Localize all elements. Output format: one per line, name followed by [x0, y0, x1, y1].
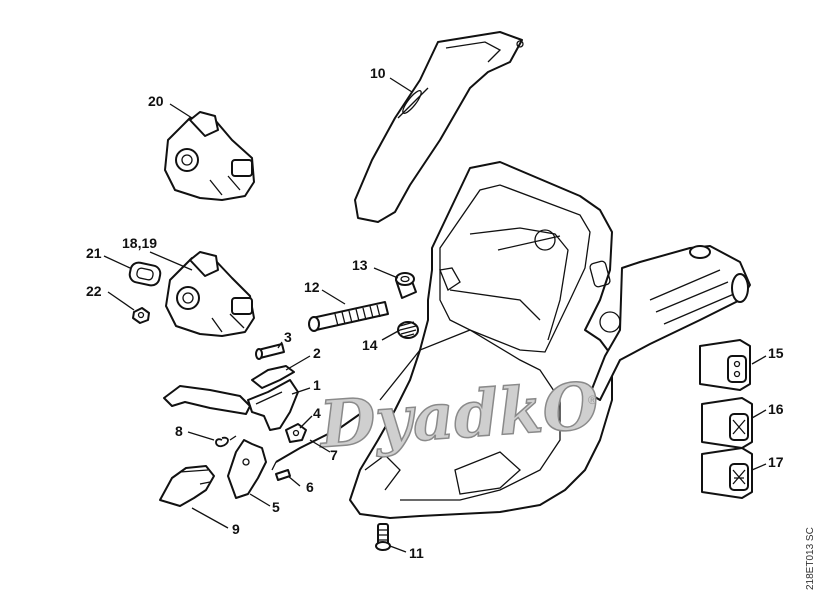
part-1-throttle-trigger [247, 379, 299, 431]
part-9-trigger-lockout [159, 465, 215, 507]
part-3-pin [255, 343, 285, 360]
callout-labels: 10 20 18,19 21 22 13 12 14 3 2 1 4 7 8 9… [86, 65, 784, 561]
part-5-interlock-lever [227, 439, 267, 499]
callout-5: 5 [272, 499, 280, 515]
part-4-block [285, 423, 307, 443]
part-20-carburetor [164, 111, 255, 201]
part-22-nut [132, 307, 150, 324]
part-12-adjusting-screw [308, 301, 389, 332]
part-10-handle-bar [354, 31, 524, 223]
callout-17: 17 [768, 454, 784, 470]
callout-11: 11 [409, 545, 424, 561]
callout-10: 10 [370, 65, 386, 81]
callout-9: 9 [232, 521, 240, 537]
callout-20: 20 [148, 93, 164, 109]
callout-7: 7 [330, 447, 338, 463]
part-housing [349, 161, 751, 519]
lever-plate [163, 385, 251, 415]
callout-6: 6 [306, 479, 314, 495]
part-11-screw [375, 523, 391, 551]
callout-4: 4 [313, 405, 321, 421]
callout-21: 21 [86, 245, 102, 261]
part-18-19-carburetor [165, 251, 255, 337]
callout-16: 16 [768, 401, 784, 417]
callout-15: 15 [768, 345, 784, 361]
callout-8: 8 [175, 423, 183, 439]
part-8-spring [215, 435, 237, 448]
watermark-registered: ® [588, 393, 597, 407]
callout-18-19: 18,19 [122, 235, 157, 251]
callout-14: 14 [362, 337, 378, 353]
callout-1: 1 [313, 377, 321, 393]
callout-3: 3 [284, 329, 292, 345]
part-17-filter [701, 447, 753, 499]
part-15-filter [699, 339, 751, 391]
part-7-throttle-rod [271, 405, 367, 471]
part-6-pin [275, 469, 291, 481]
callout-22: 22 [86, 283, 102, 299]
leader-lines [103, 77, 767, 553]
part-21-gasket [128, 261, 162, 287]
callout-13: 13 [352, 257, 368, 273]
part-2-lever [251, 365, 295, 389]
part-16-filter [701, 397, 753, 449]
callout-12: 12 [304, 279, 320, 295]
drawing-code: 218ET013 SC [805, 527, 816, 590]
part-13-bushing [395, 272, 417, 299]
callout-2: 2 [313, 345, 321, 361]
part-14-spring [397, 321, 419, 339]
